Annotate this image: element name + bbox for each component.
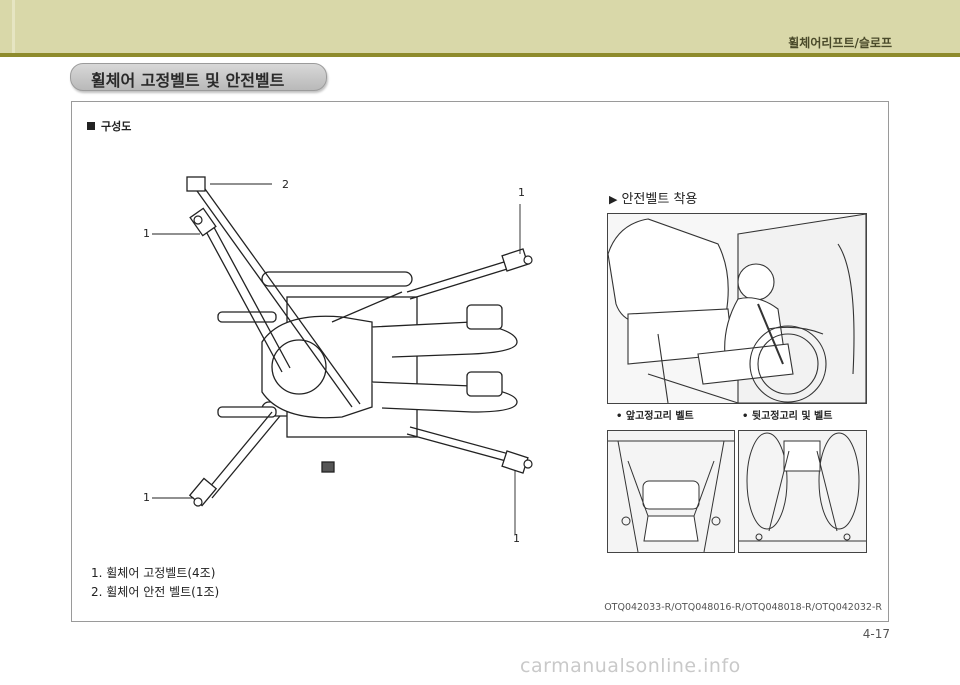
wheelchair-top-view-diagram bbox=[152, 176, 533, 534]
diagram-heading: 구성도 bbox=[87, 118, 131, 134]
section-title: 휠체어 고정벨트 및 안전벨트 bbox=[91, 71, 285, 90]
caption-front-hook: • 앞고정고리 벨트 bbox=[616, 411, 694, 422]
callout-1-front-top: 1 bbox=[518, 186, 525, 199]
caption-rear-hook: • 뒷고정고리 및 벨트 bbox=[742, 411, 833, 422]
seatbelt-heading: ▶안전벨트 착용 bbox=[609, 192, 698, 207]
callout-2: 2 bbox=[282, 178, 289, 191]
watermark: carmanualsonline.info bbox=[520, 655, 741, 677]
front-hook-illustration bbox=[608, 440, 734, 552]
rear-hook-photo bbox=[738, 430, 867, 553]
seatbelt-photo bbox=[607, 213, 867, 404]
page-number: 4-17 bbox=[862, 627, 890, 641]
image-codes: OTQ042033-R/OTQ048016-R/OTQ048018-R/OTQ0… bbox=[604, 602, 882, 613]
content-panel: 구성도 bbox=[71, 101, 889, 622]
header-band bbox=[0, 0, 960, 53]
square-bullet-icon bbox=[87, 122, 95, 130]
seated-passenger-illustration bbox=[608, 214, 866, 403]
section-title-pill: 휠체어 고정벨트 및 안전벨트 bbox=[70, 63, 327, 91]
legend-item-1: 1. 휠체어 고정벨트(4조) bbox=[91, 566, 216, 580]
callout-1-rear-top: 1 bbox=[143, 227, 150, 240]
callout-1-front-bottom: 1 bbox=[513, 532, 520, 545]
header-stripe bbox=[12, 0, 15, 53]
triangle-bullet-icon: ▶ bbox=[609, 193, 618, 206]
callout-1-rear-bottom: 1 bbox=[143, 491, 150, 504]
header-rule bbox=[0, 53, 960, 57]
rear-hook-illustration bbox=[739, 432, 866, 542]
front-hook-photo bbox=[607, 430, 735, 553]
legend-item-2: 2. 휠체어 안전 벨트(1조) bbox=[91, 585, 220, 599]
chapter-title: 휠체어리프트/슬로프 bbox=[788, 36, 892, 50]
legend: 1. 휠체어 고정벨트(4조) 2. 휠체어 안전 벨트(1조) bbox=[91, 564, 219, 602]
